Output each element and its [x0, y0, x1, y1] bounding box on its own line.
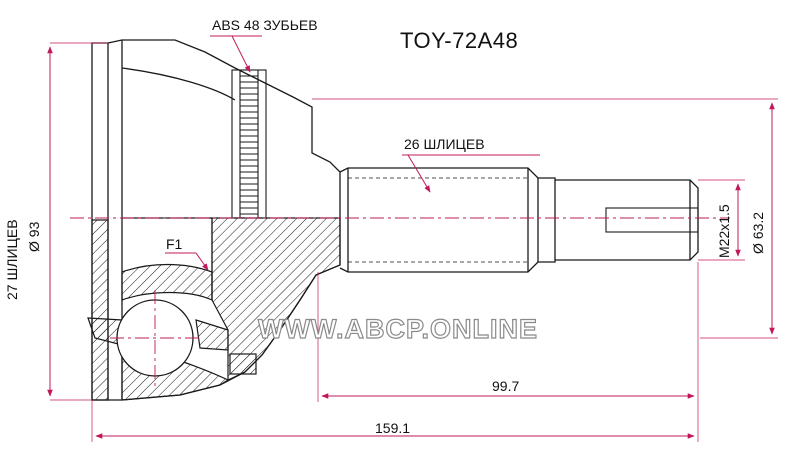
shaft [339, 167, 699, 273]
abs-teeth-label: ABS 48 ЗУБЬЕВ [212, 17, 318, 33]
thread-label: M22x1.5 [716, 204, 732, 258]
section-view [87, 217, 341, 401]
abs-ring [231, 69, 267, 219]
f1-label: F1 [166, 236, 183, 252]
watermark: WWW.ABCP.ONLINE [257, 313, 538, 344]
total-length-label: 159.1 [375, 420, 411, 436]
center-lines [70, 217, 730, 390]
inner-diameter-label: Ø 93 [26, 221, 42, 252]
outer-diameter-label: Ø 63.2 [750, 211, 766, 254]
inner-splines-label: 27 ШЛИЦЕВ [4, 219, 20, 300]
dimension-lines [47, 35, 778, 442]
shaft-length-label: 99.7 [492, 378, 520, 394]
outer-splines-label: 26 ШЛИЦЕВ [404, 136, 485, 152]
part-code: TOY-72A48 [400, 28, 519, 53]
abs-teeth [240, 75, 258, 215]
